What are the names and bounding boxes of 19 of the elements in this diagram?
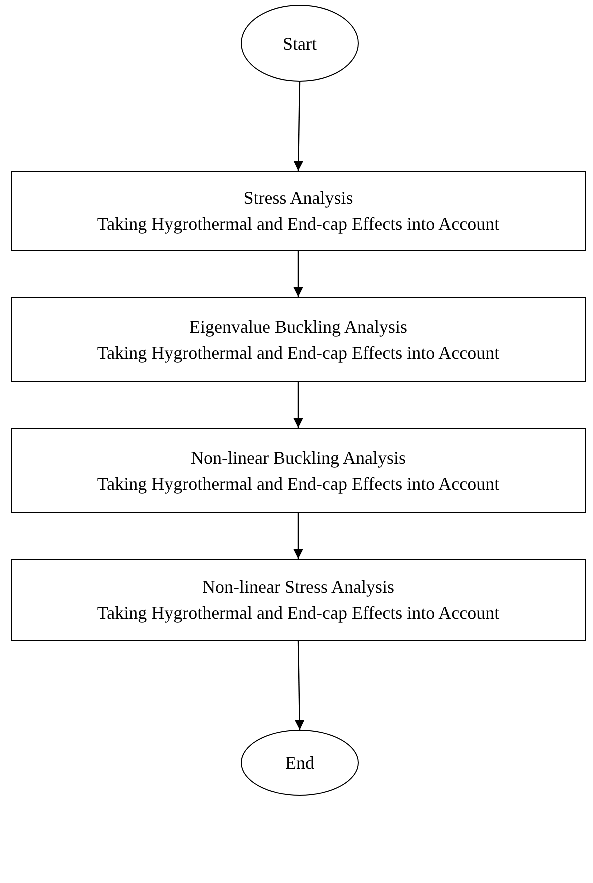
node-description: Taking Hygrothermal and End-cap Effects into Account: [97, 213, 500, 236]
node-title: Start: [283, 32, 317, 56]
arrow: [294, 251, 304, 297]
process-box: [11, 428, 586, 513]
node-description: Taking Hygrothermal and End-cap Effects into Account: [97, 472, 500, 496]
node-title: Eigenvalue Buckling Analysis: [190, 316, 408, 339]
arrow: [294, 640, 305, 730]
process-box: [11, 297, 586, 382]
node-title: Non-linear Stress Analysis: [202, 576, 394, 599]
process-box: [11, 171, 586, 251]
node-description: Taking Hygrothermal and End-cap Effects into Account: [97, 602, 500, 625]
arrow: [294, 382, 304, 428]
node-title: End: [286, 752, 314, 775]
node-title: Stress Analysis: [244, 187, 354, 210]
arrow: [294, 82, 304, 172]
node-title: Non-linear Buckling Analysis: [191, 446, 406, 470]
node-description: Taking Hygrothermal and End-cap Effects into Account: [97, 342, 500, 365]
arrow: [294, 513, 304, 559]
process-box: [11, 559, 586, 641]
